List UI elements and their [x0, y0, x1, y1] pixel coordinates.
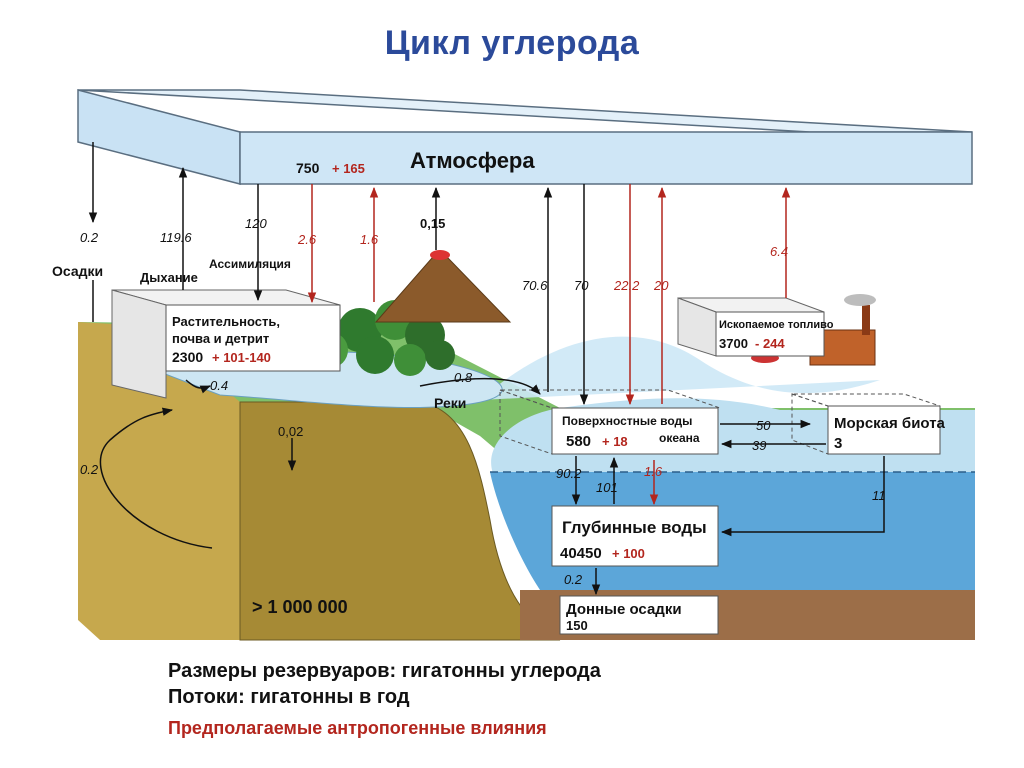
flow-runoff: 0.4	[210, 378, 228, 393]
sediment-stock: 150	[566, 618, 588, 633]
flow-deep-to-sediment: 0.2	[564, 572, 583, 587]
arrow-rock-cycle	[99, 407, 213, 549]
flow-landuse: 2.6	[297, 232, 317, 247]
deep-stock: 40450	[560, 545, 602, 562]
respiration-label: Дыхание	[140, 270, 198, 285]
flow-volcano: 0,15	[420, 216, 445, 231]
arrow-rivers	[419, 377, 541, 395]
rocks-stock: > 1 000 000	[252, 597, 348, 617]
flow-ocean-up: 70.6	[522, 278, 548, 293]
deep-anthro: + 100	[612, 546, 645, 561]
surface-label-line1: Поверхностные воды	[562, 414, 692, 428]
vegetation-label-line2: почва и детрит	[172, 331, 269, 346]
atmosphere-slab	[77, 89, 973, 185]
flow-rock-cycle: 0.2	[80, 462, 99, 477]
flow-from-biota: 39	[752, 438, 766, 453]
deep-label: Глубинные воды	[562, 518, 707, 537]
assimilation-label: Ассимиляция	[209, 257, 291, 271]
marine-stock: 3	[834, 435, 842, 452]
precip-label: Осадки	[52, 263, 103, 279]
vegetation-stock: 2300	[172, 349, 203, 365]
flow-deep-to-surface: 101	[596, 480, 618, 495]
fossil-anthro: - 244	[755, 336, 785, 351]
legend-reservoirs: Размеры резервуаров: гигатонны углерода	[168, 660, 601, 682]
flow-surface-to-deep: 90.2	[556, 466, 582, 481]
marine-biota-reservoir: Морская биота 3	[791, 393, 946, 455]
fossil-stock: 3700	[719, 336, 748, 351]
page-title: Цикл углерода	[384, 24, 640, 62]
fossil-label: Ископаемое топливо	[719, 319, 834, 331]
vegetation-label-line1: Растительность,	[172, 314, 280, 329]
flow-arrows	[88, 142, 885, 596]
flow-values: 0.2 119.6 120 2.6 1.6 0,15 70.6 70 22.2 …	[80, 216, 886, 587]
deep-ocean-reservoir: Глубинные воды 40450 + 100	[551, 505, 719, 567]
flow-biota-to-deep: 11	[872, 488, 886, 503]
arrow-biota-to-deep	[720, 456, 885, 537]
atmosphere-label: Атмосфера	[410, 148, 535, 173]
flow-anthro-deep: 1.6	[644, 464, 663, 479]
surface-label-line2: океана	[659, 431, 700, 445]
flow-ocean-down: 70	[574, 278, 589, 293]
flow-anthro-ocean-up: 20	[653, 278, 669, 293]
flow-respiration: 119.6	[160, 230, 192, 245]
flow-anthro-ocean-down: 22.2	[613, 278, 640, 293]
marine-label: Морская биота	[834, 415, 946, 432]
atmosphere-stock: 750	[296, 160, 320, 176]
surface-stock: 580	[566, 433, 591, 450]
sediment-label: Донные осадки	[566, 601, 682, 618]
flow-to-biota: 50	[756, 418, 771, 433]
flow-fossil: 6.4	[770, 244, 788, 259]
flow-assimilation: 120	[245, 216, 267, 231]
surface-anthro: + 18	[602, 434, 628, 449]
vegetation-anthro: + 101-140	[212, 350, 271, 365]
flow-precip: 0.2	[80, 230, 99, 245]
flow-regrowth: 1.6	[360, 232, 379, 247]
rivers-label: Реки	[434, 395, 466, 411]
surface-ocean-reservoir: Поверхностные воды 580 + 18 океана	[499, 389, 721, 455]
legend-flows: Потоки: гигатонны в год	[168, 686, 410, 708]
atmosphere-anthro: + 165	[332, 161, 365, 176]
fossil-fuel-reservoir: Ископаемое топливо 3700 - 244	[677, 297, 834, 357]
sediment-reservoir: Донные осадки 150	[559, 595, 719, 635]
vegetation-reservoir: Растительность, почва и детрит 2300 + 10…	[111, 289, 341, 399]
legend-anthropogenic: Предполагаемые антропогенные влияния	[168, 718, 547, 738]
flow-soil: 0,02	[278, 424, 303, 439]
flow-rivers: 0.8	[454, 370, 473, 385]
volcano	[374, 250, 512, 323]
arrow-runoff	[185, 379, 211, 394]
